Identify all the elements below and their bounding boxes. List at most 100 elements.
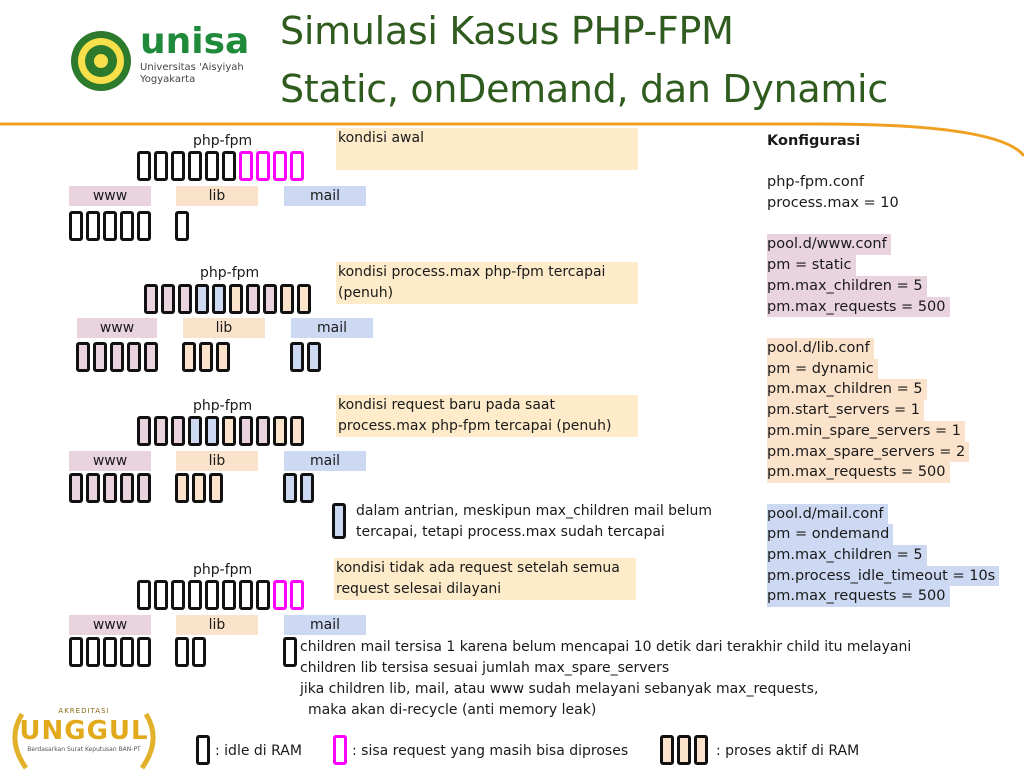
accreditation-badge: AKREDITASI UNGGUL Berdasarkan Surat Kepu…: [4, 706, 164, 771]
active-process-www: [120, 473, 134, 503]
active-process-www: [103, 473, 117, 503]
config-lib-line: pm.max_requests = 500: [767, 462, 950, 483]
idle-process: [69, 637, 83, 667]
config-www-line: pool.d/www.conf: [767, 234, 891, 256]
active-process-mail: [195, 284, 209, 314]
active-process-www: [76, 342, 90, 372]
www-process-row-3: [69, 473, 154, 503]
lib-process-row-3: [175, 473, 226, 503]
mail-process-row-2: [290, 342, 324, 372]
pending-slot: [290, 580, 304, 610]
brand-subtitle-1: Universitas 'Aisyiyah: [140, 62, 244, 73]
legend-active-label: : proses aktif di RAM: [716, 743, 860, 759]
fpm-label-2: php-fpm: [200, 265, 260, 281]
active-process-lib: [660, 735, 674, 765]
config-lib-line: pm.min_spare_servers = 1: [767, 420, 966, 442]
idle-process: [154, 580, 168, 610]
pool-lib-1: lib: [176, 186, 258, 206]
legend-pending-label: : sisa request yang masih bisa diproses: [352, 743, 629, 759]
lib-process-row-4: [175, 637, 209, 667]
queued-mail-request: [332, 503, 349, 539]
idle-process: [103, 211, 117, 241]
config-www-line: pm.max_requests = 500: [767, 296, 950, 318]
mail-process-row-4: [283, 637, 300, 667]
fpm-label-1: php-fpm: [193, 133, 253, 149]
footer-note-1: children mail tersisa 1 karena belum men…: [300, 639, 912, 655]
active-process-lib: [199, 342, 213, 372]
pool-mail-1: mail: [284, 186, 366, 206]
fpm-process-row-4: [137, 580, 307, 610]
brand-logo: unisa Universitas 'Aisyiyah Yogyakarta: [140, 22, 260, 92]
idle-process: [120, 211, 134, 241]
lib-process-row-1: [175, 211, 192, 241]
idle-process: [188, 151, 202, 181]
legend-idle-label: : idle di RAM: [215, 743, 302, 759]
active-process-lib: [182, 342, 196, 372]
scenario-note-4: kondisi tidak ada request setelah semua …: [334, 558, 636, 600]
active-process-www: [93, 342, 107, 372]
legend-active-swatch: [660, 735, 711, 765]
active-process-mail: [283, 473, 297, 503]
active-process-mail: [212, 284, 226, 314]
page-title-line2: Static, onDemand, dan Dynamic: [280, 67, 888, 111]
active-process-lib: [229, 284, 243, 314]
idle-process: [137, 151, 151, 181]
brand-wordmark: unisa: [140, 21, 250, 62]
config-fpm-line: process.max = 10: [767, 195, 899, 212]
active-process-mail: [290, 342, 304, 372]
scenario-note-3: kondisi request baru pada saat process.m…: [336, 395, 638, 437]
active-process-www: [171, 416, 185, 446]
brand-subtitle-2: Yogyakarta: [140, 74, 196, 85]
idle-process: [137, 580, 151, 610]
idle-process: [222, 151, 236, 181]
queue-note-line2: tercapai, tetapi process.max sudah terca…: [356, 524, 665, 540]
university-seal: [70, 30, 132, 92]
pool-mail-4: mail: [284, 615, 366, 635]
fpm-process-row-1: [137, 151, 307, 181]
active-process-www: [144, 342, 158, 372]
idle-process: [69, 211, 83, 241]
active-process-lib: [694, 735, 708, 765]
www-process-row-1: [69, 211, 154, 241]
laurel-icon: [12, 712, 156, 770]
idle-process: [137, 637, 151, 667]
active-process-www: [246, 284, 260, 314]
config-panel: Konfigurasi php-fpm.conf process.max = 1…: [767, 131, 1017, 608]
config-lib-line: pm = dynamic: [767, 358, 878, 380]
pending-slot: [239, 151, 253, 181]
active-process-mail: [307, 342, 321, 372]
config-lib-line: pool.d/lib.conf: [767, 337, 874, 359]
config-fpm-file: php-fpm.conf: [767, 174, 865, 191]
pending-slot: [290, 151, 304, 181]
idle-process: [86, 211, 100, 241]
page-title-line1: Simulasi Kasus PHP-FPM: [280, 9, 734, 53]
config-www-line: pm.max_children = 5: [767, 275, 927, 297]
idle-process: [171, 580, 185, 610]
config-mail-line: pool.d/mail.conf: [767, 503, 888, 525]
pending-slot: [273, 151, 287, 181]
scenario-note-1: kondisi awal: [336, 128, 638, 170]
active-process-lib: [216, 342, 230, 372]
config-www-line: pm = static: [767, 255, 856, 276]
config-lib-line: pm.start_servers = 1: [767, 400, 925, 421]
idle-process: [205, 580, 219, 610]
pool-www-4: www: [69, 615, 151, 635]
active-process-www: [154, 416, 168, 446]
active-process-www: [161, 284, 175, 314]
lib-process-row-2: [182, 342, 233, 372]
idle-process: [239, 580, 253, 610]
active-process-lib: [677, 735, 691, 765]
active-process-lib: [297, 284, 311, 314]
pool-www-2: www: [77, 318, 157, 338]
pool-lib-3: lib: [176, 451, 258, 471]
pending-slot: [273, 580, 287, 610]
active-process-www: [263, 284, 277, 314]
idle-process: [192, 637, 206, 667]
pending-slot: [256, 151, 270, 181]
idle-process: [120, 637, 134, 667]
active-process-lib: [222, 416, 236, 446]
config-heading: Konfigurasi: [767, 133, 861, 149]
active-process-lib: [290, 416, 304, 446]
www-process-row-2: [76, 342, 161, 372]
config-mail-line: pm.max_requests = 500: [767, 586, 950, 608]
